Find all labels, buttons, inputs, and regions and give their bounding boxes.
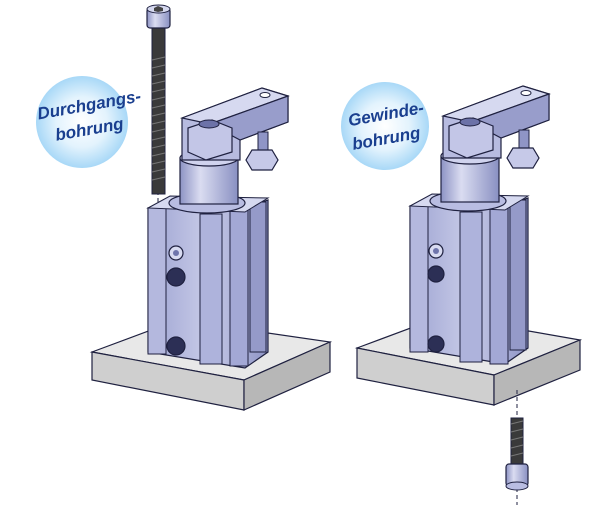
threaded-hole-badge: Gewinde- bohrung: [341, 82, 429, 170]
threaded-hole-assembly: Gewinde- bohrung: [341, 82, 583, 505]
left-long-screw: [146, 4, 171, 210]
right-cylinder-body: [408, 193, 530, 365]
through-hole-badge: Durchgangs- bohrung: [36, 76, 143, 168]
left-swing-arm: [179, 87, 290, 171]
through-hole-assembly: Durchgangs- bohrung: [36, 4, 333, 411]
right-short-screw: [505, 390, 529, 505]
left-cylinder-body: [146, 195, 270, 369]
right-swing-arm: [440, 85, 551, 169]
